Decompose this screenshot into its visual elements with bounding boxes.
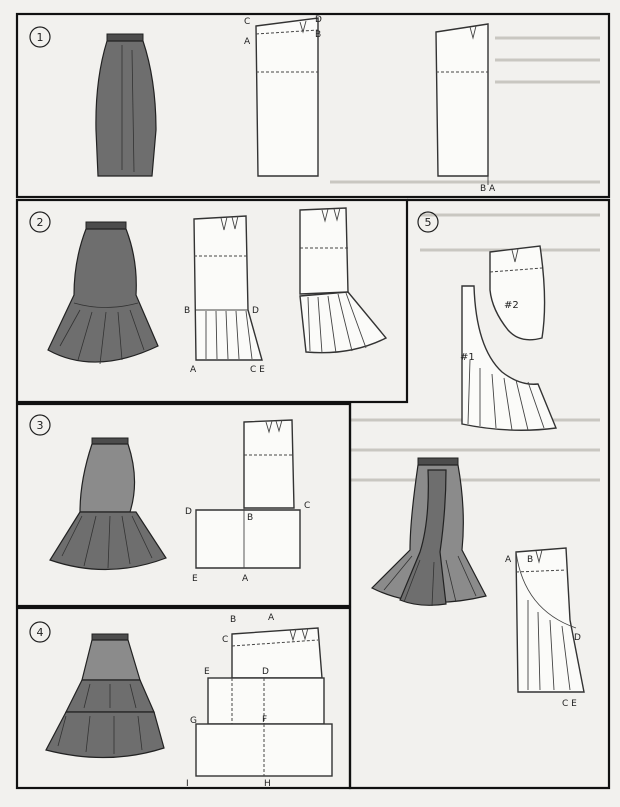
flared-hem-skirt-illustration [47,221,159,365]
panel-1-point-ba: B A [480,184,496,194]
panel-5-point-ce: C E [562,699,577,709]
panel-3-point-d: D [185,507,192,517]
panel-1-point-c: C [244,17,250,27]
panel-5: 5 #2 #1 A B D C E [370,211,585,709]
panel-1-number: 1 [37,31,44,44]
panel-3-badge [29,414,51,436]
panel-2-frame [15,198,409,404]
panel-5-pattern-piece-2 [489,245,546,341]
panel-2-point-a: A [190,365,197,375]
panel-2-pattern-straight [193,215,263,361]
panel-4-point-f: F [262,715,267,725]
panel-5-piece-2-label: #2 [504,300,519,311]
panel-2-badge [29,211,51,233]
mermaid-skirt-illustration [370,457,487,607]
panel-4-point-h: H [264,779,271,789]
panel-4-point-e: E [204,667,210,677]
panel-3-point-a: A [242,574,249,584]
panel-1-point-d: D [315,15,322,25]
panel-5-piece-1-label: #1 [460,352,475,363]
panel-2-number: 2 [37,216,44,229]
panel-5-point-a: A [505,555,512,565]
three-tier-skirt-illustration [45,633,165,759]
panel-1-point-a: A [244,37,251,47]
panel-3-frame [15,402,352,608]
panel-1: 1 C D A B B A [29,15,496,194]
panel-2-pattern-spread [299,207,388,354]
panel-4-frame [15,606,352,790]
panel-2-point-d: D [252,306,259,316]
panel-3-point-c: C [304,501,310,511]
panel-3: 3 D B C E A [29,414,310,584]
tiered-ruffle-skirt-illustration [49,437,167,571]
panel-3-number: 3 [37,419,44,432]
panel-1-badge [29,26,51,48]
straight-skirt-illustration [95,33,157,177]
panel-4-point-d: D [262,667,269,677]
panel-2: 2 B D A C E [29,207,388,375]
panel-1-point-b: B [315,30,321,40]
panel-4-point-b: B [230,615,236,625]
panel-1-pattern-front [255,17,319,177]
panel-4: 4 B A C E D G F I H [29,613,333,789]
panel-1-pattern-back [435,23,489,185]
panel-3-point-b: B [247,513,253,523]
panel-5-point-d: D [574,633,581,643]
panel-4-point-a: A [268,613,275,623]
panel-5-pattern-piece-1 [461,285,557,431]
panel-5-pattern-side [515,547,585,693]
panel-5-number: 5 [425,216,432,229]
panel-4-badge [29,621,51,643]
panel-3-pattern [195,419,301,569]
panel-4-pattern [195,627,333,777]
panel-4-point-c: C [222,635,228,645]
panel-1-frame [15,12,611,199]
panel-5-badge [417,211,439,233]
panel-5-point-b: B [527,555,533,565]
panel-2-point-b: B [184,306,190,316]
panel-3-point-e: E [192,574,198,584]
panel-4-number: 4 [37,626,44,639]
panel-4-point-i: I [186,779,189,789]
panel-2-point-ce: C E [250,365,265,375]
panel-4-point-g: G [190,716,197,726]
